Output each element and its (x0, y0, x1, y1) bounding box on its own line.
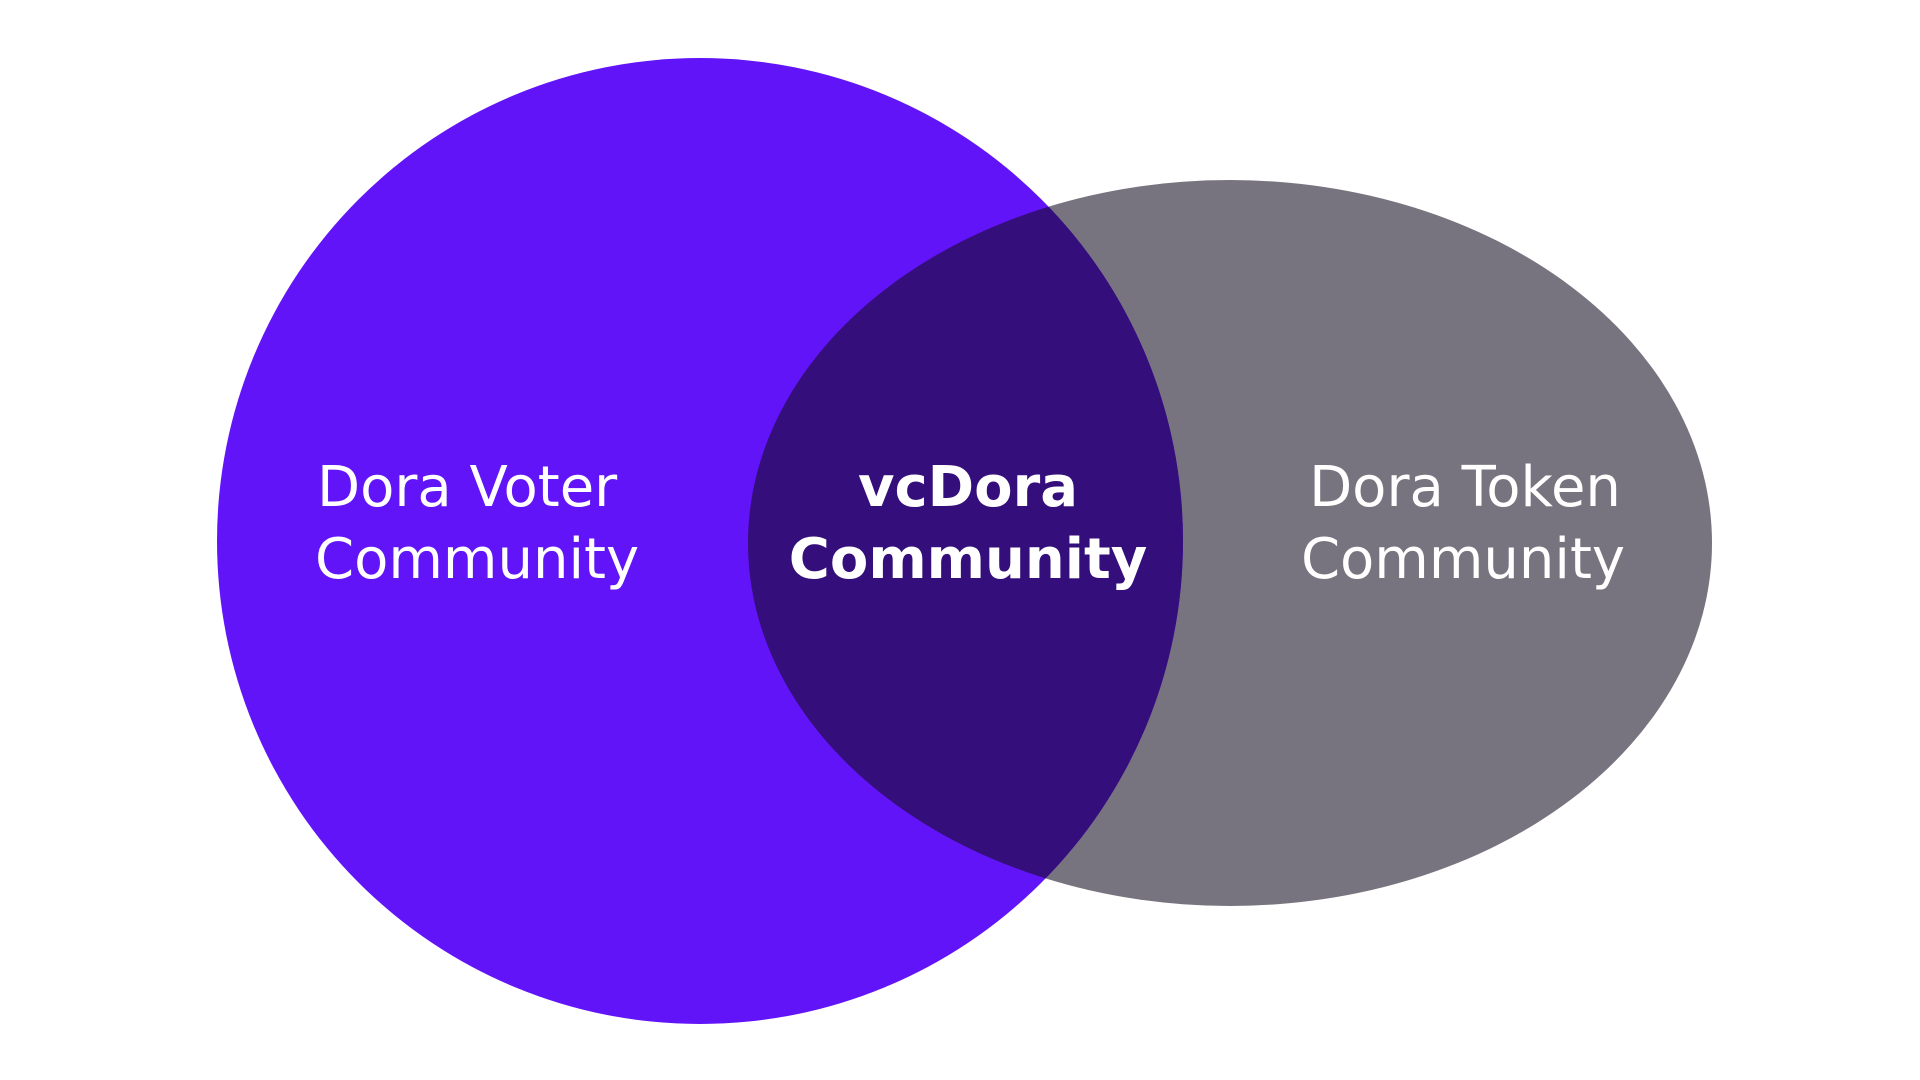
voter-label-line1: Dora Voter (317, 455, 618, 520)
token-label-line1: Dora Token (1309, 455, 1621, 520)
vcdora-label-line1: vcDora (858, 455, 1078, 520)
vcdora-overlap-region (748, 180, 1183, 906)
token-label-line2: Community (1301, 527, 1625, 592)
vcdora-label-line2: Community (789, 527, 1147, 592)
voter-label-line2: Community (315, 527, 639, 592)
